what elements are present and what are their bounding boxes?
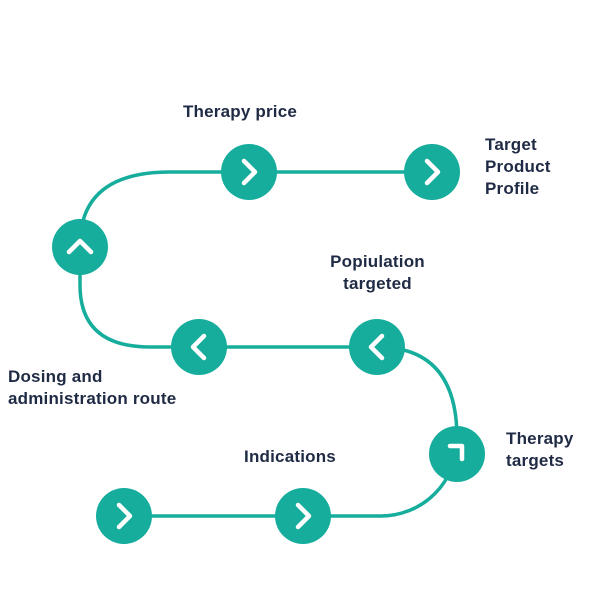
- label-dosing-administration: Dosing and administration route: [8, 367, 177, 408]
- node-indications: [275, 488, 331, 544]
- corner-turn-icon: [447, 443, 465, 462]
- label-therapy-targets: Therapy targets: [506, 429, 574, 470]
- node-dosing: [171, 319, 227, 375]
- label-target-product-profile: Target Product Profile: [485, 135, 551, 198]
- node-therapy-price: [221, 144, 277, 200]
- node-indications-circle: [275, 488, 331, 544]
- label-population-targeted: Popiulation targeted: [330, 252, 425, 293]
- chevron-right-icon: [295, 502, 312, 530]
- chevron-up-icon: [66, 238, 94, 255]
- label-therapy-price: Therapy price: [182, 102, 298, 121]
- node-therapy-targets: [429, 426, 485, 482]
- chevron-right-icon: [116, 502, 133, 530]
- node-target-product-profile-circle: [404, 144, 460, 200]
- node-population-targeted: [349, 319, 405, 375]
- node-left-turn-circle: [52, 219, 108, 275]
- node-population-targeted-circle: [349, 319, 405, 375]
- label-indications: Indications: [244, 447, 336, 466]
- node-dosing-circle: [171, 319, 227, 375]
- node-left-turn: [52, 219, 108, 275]
- chevron-left-icon: [190, 333, 207, 361]
- node-therapy-price-circle: [221, 144, 277, 200]
- chevron-right-icon: [424, 158, 441, 186]
- node-target-product-profile: [404, 144, 460, 200]
- node-therapy-targets-circle: [429, 426, 485, 482]
- node-start-circle: [96, 488, 152, 544]
- chevron-right-icon: [241, 158, 258, 186]
- chevron-left-icon: [368, 333, 385, 361]
- node-start: [96, 488, 152, 544]
